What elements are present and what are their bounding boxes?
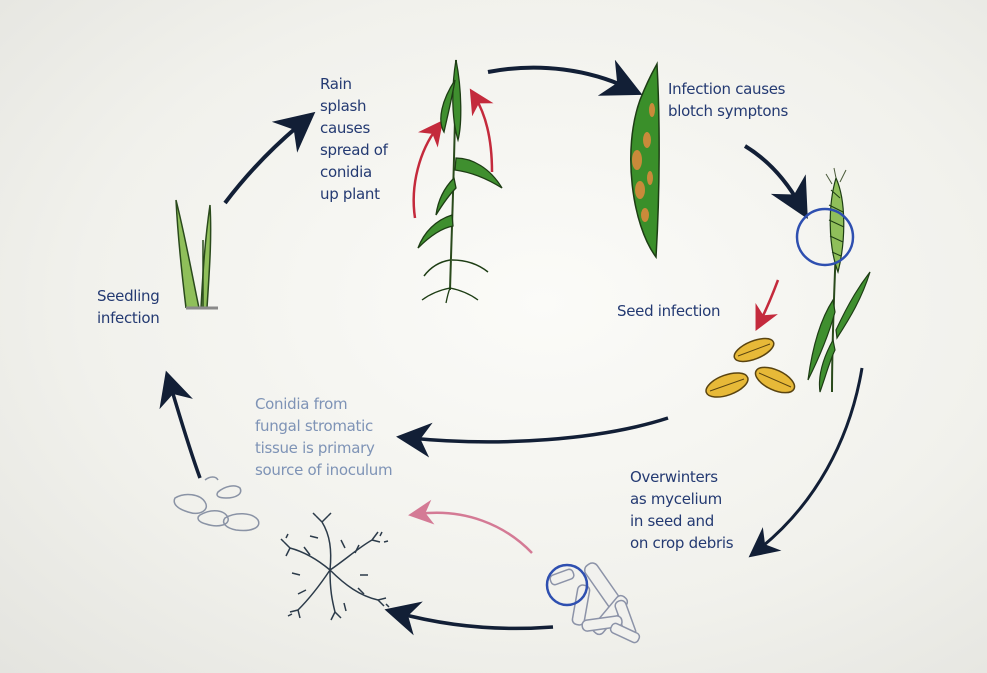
label-seedling-infection: Seedling infection bbox=[97, 285, 159, 329]
arrow-splash-right bbox=[475, 97, 492, 172]
arrow-seeds-to-conidia bbox=[410, 418, 668, 442]
arrow-debris-to-conidia bbox=[418, 513, 532, 553]
arrow-leaf-to-ear bbox=[745, 146, 800, 205]
arrow-splash-left bbox=[414, 128, 437, 218]
arrow-debris-to-stroma bbox=[398, 613, 553, 628]
arrow-seedling-to-plant bbox=[225, 122, 303, 203]
magnifier-icon bbox=[797, 209, 853, 265]
label-seed-infection: Seed infection bbox=[617, 300, 720, 322]
seeds-icon bbox=[703, 334, 798, 402]
arrow-seed-infection bbox=[760, 280, 778, 322]
conidia-spores-icon bbox=[174, 477, 259, 531]
infected-leaf-icon bbox=[631, 64, 659, 257]
arrow-plant-to-leaf bbox=[488, 68, 628, 88]
fungal-stroma-icon bbox=[281, 513, 389, 620]
label-rain-splash: Rain splash causes spread of conidia up … bbox=[320, 73, 388, 205]
arrow-spores-to-seedling bbox=[170, 384, 200, 478]
label-overwinters: Overwinters as mycelium in seed and on c… bbox=[630, 466, 733, 554]
crop-debris-icon bbox=[547, 561, 641, 644]
wheat-ear-icon bbox=[808, 168, 870, 392]
wheat-plant-icon bbox=[418, 60, 502, 303]
label-conidia-source: Conidia from fungal stromatic tissue is … bbox=[255, 393, 392, 481]
seedling-icon bbox=[176, 200, 218, 308]
arrow-ear-to-debris bbox=[758, 368, 862, 550]
label-infection-blotch: Infection causes blotch symptons bbox=[668, 78, 788, 122]
